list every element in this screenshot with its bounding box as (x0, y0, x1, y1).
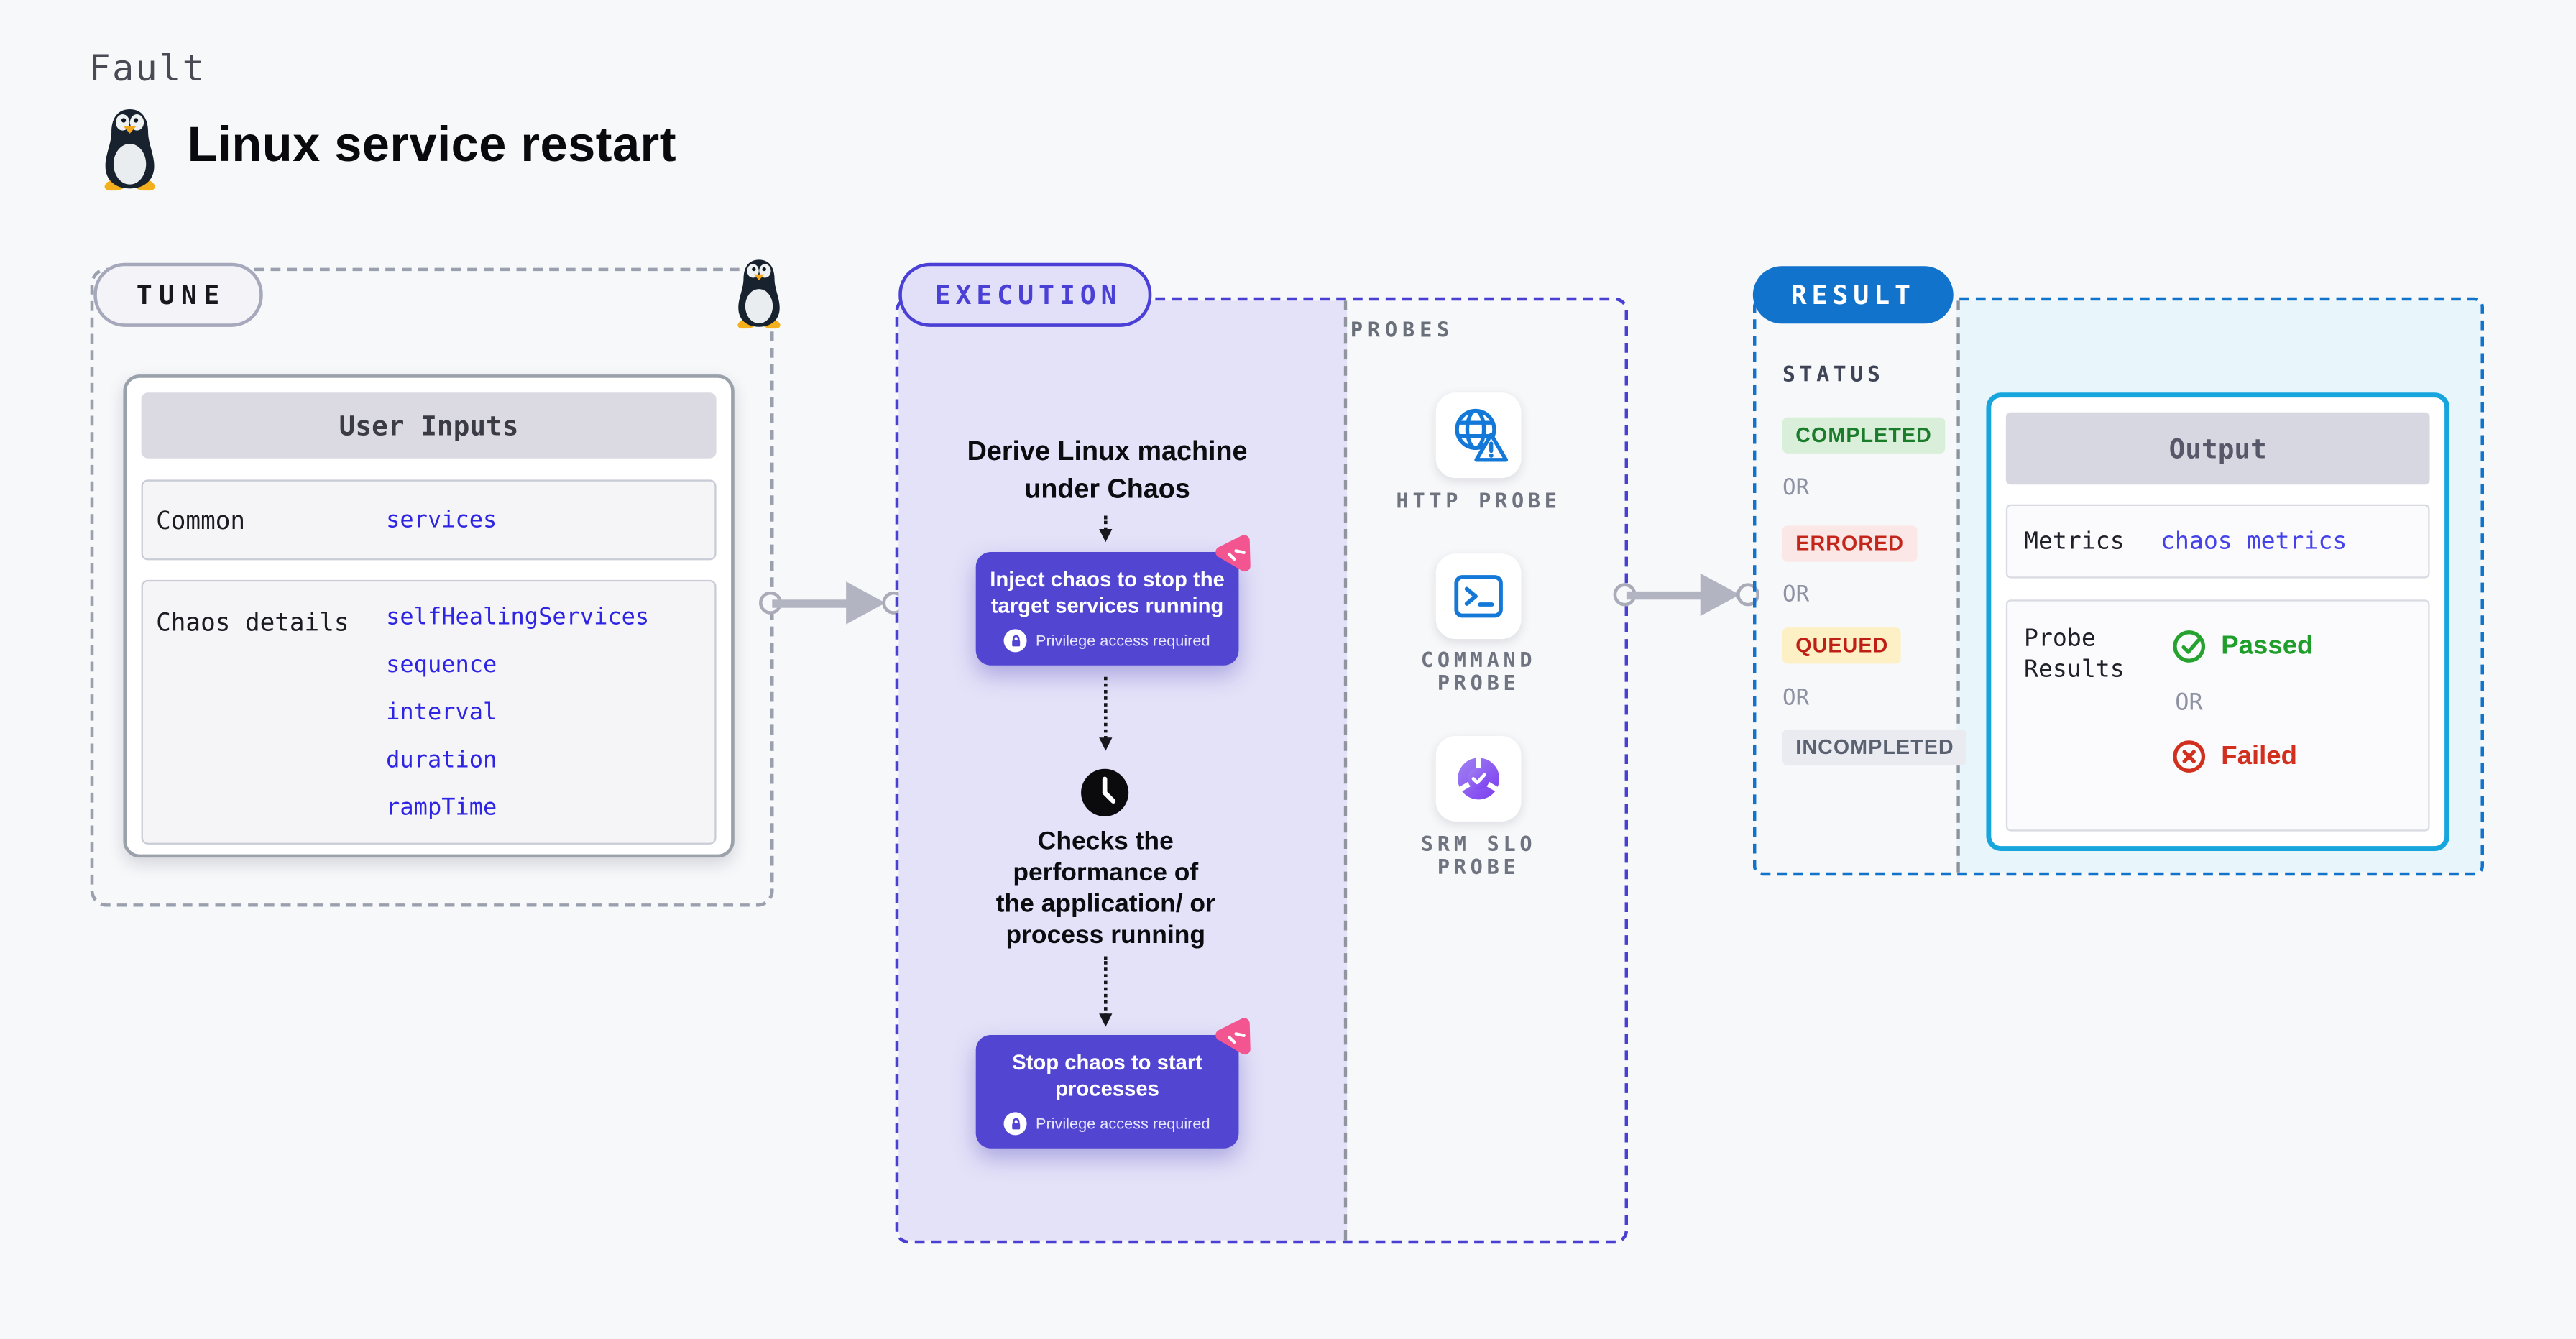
slo-pie-icon (1457, 755, 1501, 800)
row-label: Chaos details (156, 607, 349, 638)
tune-section-box (90, 267, 774, 907)
row-values: selfHealingServices sequence interval du… (386, 604, 650, 822)
or-separator: OR (1782, 474, 1810, 502)
result-badge: RESULT (1752, 266, 1954, 324)
status-label: STATUS (1782, 363, 1885, 388)
metrics-row: Metrics chaos metrics (2005, 504, 2430, 579)
output-header: Output (2005, 412, 2430, 485)
or-separator: OR (1782, 685, 1810, 712)
table-row: Chaos details selfHealingServices sequen… (141, 579, 717, 845)
tux-penguin-icon (104, 109, 155, 191)
output-table: Output Metrics chaos metrics Probe Resul… (1986, 392, 2450, 851)
probe-results-row: Probe Results Passed OR Fai (2005, 599, 2430, 832)
failed-text: Failed (2221, 742, 2297, 770)
privilege-note: Privilege access required (989, 629, 1225, 653)
status-badge-queued: QUEUED (1782, 627, 1902, 664)
table-row: Common services (141, 479, 717, 561)
x-circle-icon (2173, 740, 2206, 773)
globe-alert-icon (1455, 408, 1509, 462)
srm-slo-probe-label: SRM SLO PROBE (1420, 831, 1537, 879)
command-probe-card (1435, 553, 1522, 640)
chaos-fault-icon (1215, 535, 1251, 572)
metrics-label: Metrics (2024, 528, 2125, 555)
metrics-value: chaos metrics (2160, 528, 2347, 555)
tune-badge: TUNE (93, 262, 262, 327)
check-circle-icon (2173, 630, 2206, 663)
status-badge-incompleted: INCOMPLETED (1782, 729, 1968, 766)
clock-icon (1081, 768, 1129, 816)
privilege-note: Privilege access required (989, 1112, 1225, 1136)
lock-icon (1004, 629, 1028, 653)
lock-icon (1004, 1112, 1028, 1136)
tune-to-execution-arrow (759, 579, 906, 628)
status-badge-errored: ERRORED (1782, 525, 1918, 562)
flow-arrow-down (1098, 956, 1112, 1027)
step-title: Inject chaos to stop the target services… (990, 566, 1225, 618)
user-inputs-header: User Inputs (141, 392, 717, 459)
stop-chaos-step: Stop chaos to start processes Privilege … (975, 1018, 1251, 1149)
chaos-fault-icon (1215, 1018, 1251, 1055)
status-badge-completed: COMPLETED (1782, 417, 1946, 454)
or-separator: OR (1782, 581, 1810, 608)
row-label: Common (156, 506, 245, 536)
arrowhead-icon (1700, 573, 1740, 617)
row-values: services (386, 507, 497, 534)
derive-step-text: Derive Linux machine under Chaos (967, 437, 1248, 505)
command-probe-label: COMMAND PROBE (1420, 647, 1537, 695)
failed-row: Failed (2170, 737, 2313, 776)
http-probe-card (1435, 392, 1522, 479)
execution-to-result-arrow (1613, 570, 1760, 620)
flow-arrow-down (1098, 676, 1112, 751)
flow-arrow-down (1098, 515, 1112, 543)
execution-badge: EXECUTION (898, 262, 1151, 327)
inject-chaos-step: Inject chaos to stop the target services… (975, 535, 1251, 666)
srm-slo-probe-card (1435, 736, 1522, 822)
arrowhead-icon (846, 581, 886, 625)
page-title: Linux service restart (187, 118, 677, 173)
terminal-icon (1454, 575, 1503, 618)
fault-kicker: Fault (88, 49, 206, 91)
user-inputs-table: User Inputs Common services Chaos detail… (123, 374, 735, 858)
passed-row: Passed (2170, 627, 2313, 666)
probes-label: PROBES (1350, 317, 1455, 342)
http-probe-label: HTTP PROBE (1396, 487, 1561, 513)
probe-results-values: Passed OR Failed (2170, 627, 2313, 776)
step-title: Stop chaos to start processes (1012, 1049, 1203, 1101)
tux-penguin-small-icon (737, 259, 781, 329)
checks-step-text: Checks the performance of the applicatio… (995, 828, 1215, 950)
probe-results-label: Probe Results (2024, 625, 2125, 684)
passed-text: Passed (2221, 631, 2314, 660)
or-separator: OR (2175, 690, 2203, 717)
